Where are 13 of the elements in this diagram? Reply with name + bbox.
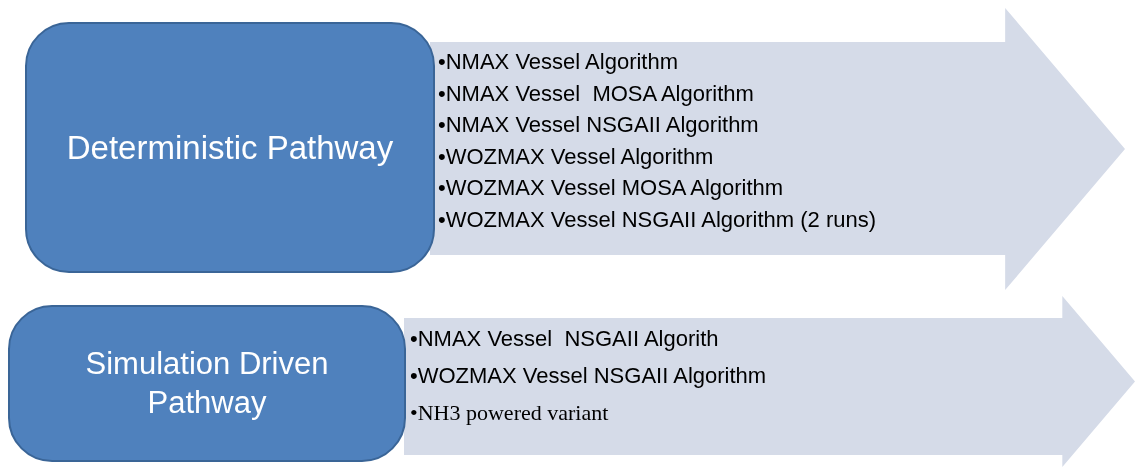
- list-item: •NMAX Vessel NSGAII Algorithm: [438, 111, 759, 139]
- list-item: •WOZMAX Vessel MOSA Algorithm: [438, 174, 784, 202]
- list-item: •NMAX Vessel NSGAII Algorith: [410, 325, 719, 353]
- list-item: •NMAX Vessel Algorithm: [438, 48, 678, 76]
- pathway-title: Deterministic Pathway: [66, 127, 394, 168]
- list-item: •NMAX Vessel MOSA Algorithm: [438, 79, 754, 108]
- pathway-title: Simulation Driven Pathway: [84, 344, 330, 422]
- list-item: •WOZMAX Vessel NSGAII Algorithm (2 runs): [438, 205, 877, 234]
- pathway-box: [8, 305, 406, 462]
- list-item: •WOZMAX Vessel Algorithm: [438, 142, 714, 171]
- list-item: •WOZMAX Vessel NSGAII Algorithm: [410, 362, 767, 390]
- pathway-box: [25, 22, 435, 273]
- list-item: •NH3 powered variant: [410, 399, 609, 427]
